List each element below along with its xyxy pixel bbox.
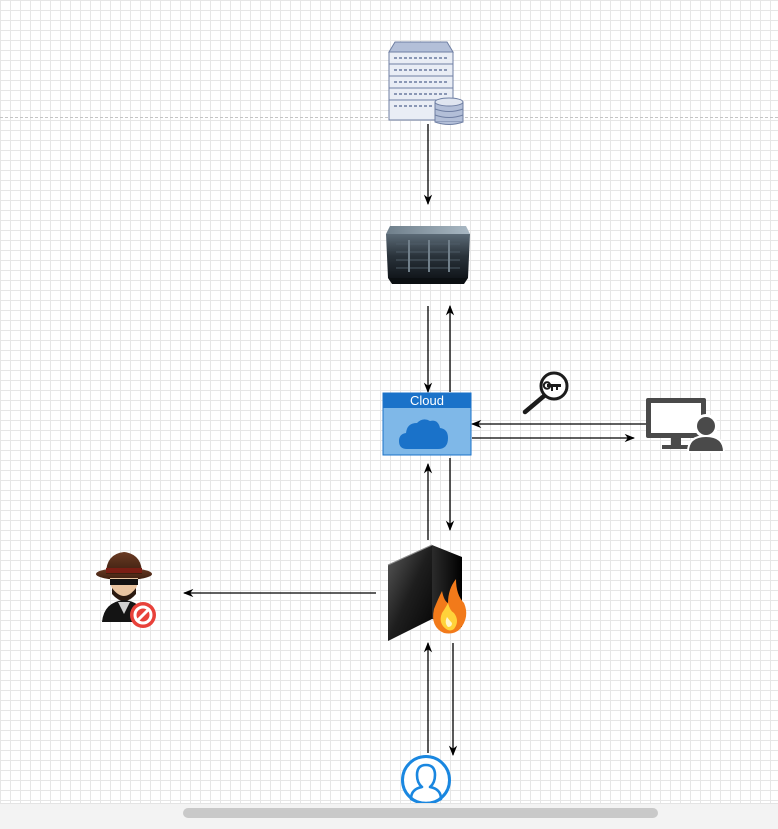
database-server-icon[interactable] (388, 41, 464, 125)
hacker-blocked-icon[interactable] (96, 552, 156, 628)
blocked-badge-icon (130, 602, 156, 628)
key-icon[interactable] (522, 371, 569, 415)
rack-server-icon[interactable] (386, 226, 470, 284)
cloud-title: Cloud (410, 393, 444, 408)
flame-icon (433, 579, 467, 634)
cloud-icon (399, 419, 448, 449)
user-workstation-icon[interactable] (646, 398, 726, 453)
cloud-container[interactable]: Cloud (382, 392, 472, 456)
user-icon[interactable] (401, 755, 451, 805)
horizontal-scrollbar-thumb[interactable] (183, 808, 658, 818)
firewall-icon[interactable] (387, 544, 467, 641)
